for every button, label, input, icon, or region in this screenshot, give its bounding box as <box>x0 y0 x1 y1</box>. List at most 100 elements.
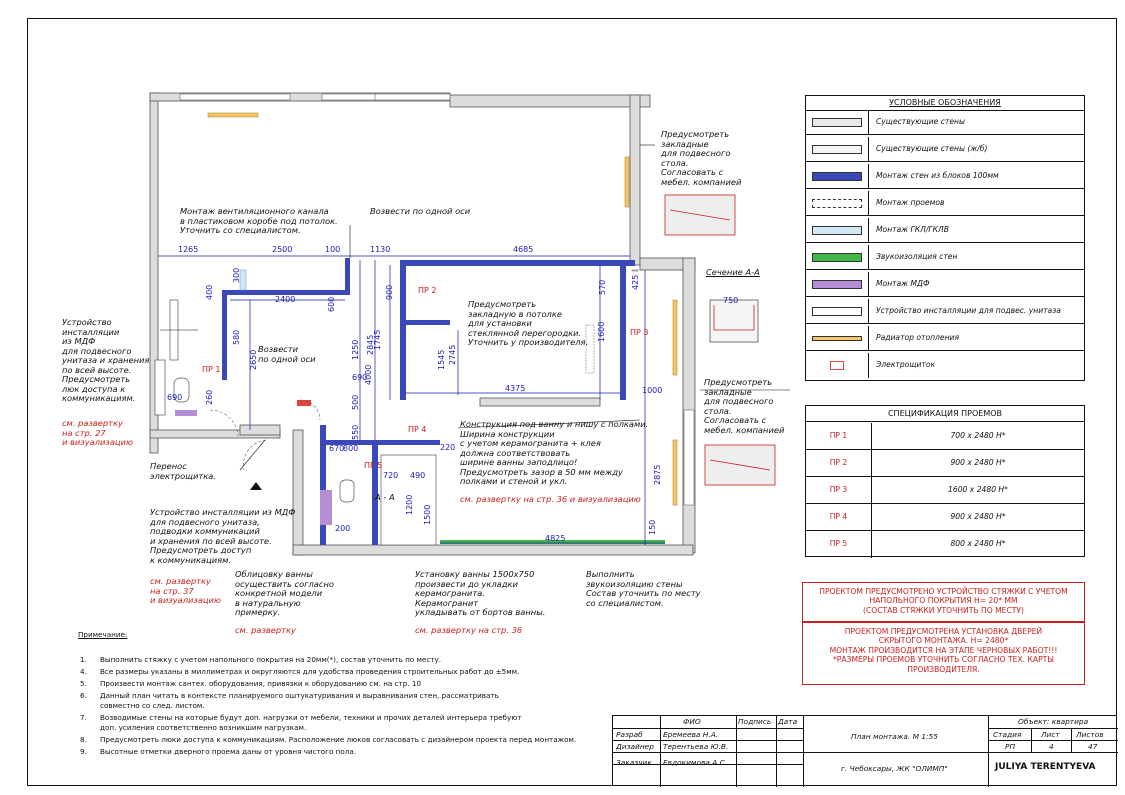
dimension-labels: 1265 2500 100 1130 4685 2400 4375 4825 1… <box>167 245 738 543</box>
electric-panel-symbol <box>830 361 844 370</box>
legend-row: Электрощиток <box>806 353 1084 378</box>
note-item: Предусмотреть люки доступа к коммуникаци… <box>100 735 577 744</box>
detail-section-aa <box>709 299 759 343</box>
svg-text:4000: 4000 <box>364 365 373 385</box>
legend-row: Монтаж стен из блоков 100мм <box>806 164 1084 189</box>
sheet-frame <box>27 18 1117 786</box>
legend-row: Монтаж МДФ <box>806 272 1084 297</box>
svg-text:425: 425 <box>631 275 640 290</box>
note-axis-mid: Возвести по одной оси <box>258 344 316 364</box>
legend-row: Существующие стены (ж/б) <box>806 137 1084 162</box>
note-ceiling: Предусмотреть закладную в потолке для ус… <box>468 299 589 348</box>
gkl-symbol <box>812 226 862 235</box>
svg-text:4685: 4685 <box>513 245 533 254</box>
svg-text:200: 200 <box>335 524 350 533</box>
detail-table-top <box>664 194 736 236</box>
svg-text:2650: 2650 <box>249 350 258 370</box>
svg-text:150: 150 <box>648 520 657 535</box>
svg-text:ПР 2: ПР 2 <box>418 286 436 295</box>
windows <box>179 93 695 506</box>
mdf-walls <box>175 410 332 525</box>
svg-text:690: 690 <box>167 393 182 402</box>
note-bath-niche-ref: см. разверткy на стр. 36 и визуализацию <box>460 494 641 504</box>
note-bath-lining-ref: см. развертку <box>235 625 296 635</box>
block-wall-symbol <box>812 172 862 181</box>
radiator-symbol <box>812 336 862 341</box>
svg-text:1130: 1130 <box>370 245 390 254</box>
svg-text:690: 690 <box>352 373 367 382</box>
svg-text:2500: 2500 <box>272 245 292 254</box>
legend-row: Устройство инсталляции для подвес. унита… <box>806 299 1084 324</box>
svg-text:750: 750 <box>723 296 738 305</box>
svg-text:2745: 2745 <box>448 345 457 365</box>
legend-title: УСЛОВНЫЕ ОБОЗНАЧЕНИЯ <box>806 96 1084 111</box>
legend-row: Существующие стены <box>806 110 1084 135</box>
note-bath-install: Установку ванны 1500х750 произвести до у… <box>415 569 546 618</box>
svg-text:2845: 2845 <box>366 335 375 355</box>
electric-panel <box>297 400 311 406</box>
svg-text:490: 490 <box>410 471 425 480</box>
note-axis-top: Возвести по одной оси <box>370 206 471 216</box>
detail-table-right <box>704 444 776 486</box>
svg-text:4375: 4375 <box>505 384 525 393</box>
dimension-labels-vertical: 2845 4000 1745 1545 1600 1500 2875 2650 … <box>205 268 662 535</box>
gkl-walls <box>239 269 247 291</box>
svg-text:ПР 1: ПР 1 <box>202 365 220 374</box>
note-vent: Монтаж вентиляционного канала в пластико… <box>180 206 338 236</box>
sheet-title: План монтажа. М 1:55 <box>851 732 938 741</box>
note-item: Высотные отметки дверного проема даны от… <box>100 747 357 756</box>
note-item: Данный план читать в контексте планируем… <box>100 691 499 700</box>
note-item: доп. усиления соответственно возникшим н… <box>100 723 307 732</box>
note-bath-niche: Конструкция под ванну и нишу с полками. … <box>460 419 649 487</box>
svg-text:2875: 2875 <box>653 465 662 485</box>
svg-text:1250: 1250 <box>351 340 360 360</box>
svg-text:400: 400 <box>205 285 214 300</box>
svg-text:2400: 2400 <box>275 295 295 304</box>
concrete-wall-symbol <box>812 145 862 154</box>
warning-doors: ПРОЕКТОМ ПРЕДУСМОТРЕНА УСТАНОВКА ДВЕРЕЙ … <box>802 622 1085 685</box>
note-item: Возводимые стены на которые будут доп. н… <box>100 713 522 722</box>
note-bath-lining: Облицовку ванны осуществить согласно кон… <box>235 569 334 618</box>
svg-text:570: 570 <box>598 280 607 295</box>
title-block: ФИО Подпись Дата Разраб Еремеева Н.А. Ди… <box>612 715 1118 787</box>
address: г. Чебоксары, ЖК "ОЛИМП" <box>841 764 948 773</box>
svg-text:550: 550 <box>351 425 360 440</box>
note-item: Произвести монтаж сантех. оборудования, … <box>100 679 422 688</box>
svg-text:ПР 5: ПР 5 <box>364 461 382 470</box>
svg-text:100: 100 <box>325 245 340 254</box>
note-item: Все размеры указаны в миллиметрах и окру… <box>100 667 520 676</box>
svg-text:300: 300 <box>232 268 241 283</box>
note-bath-install-ref: см. развертку на стр. 36 <box>415 625 523 635</box>
svg-text:220: 220 <box>440 443 455 452</box>
legend-row: Радиатор отопления <box>806 326 1084 351</box>
svg-text:720: 720 <box>383 471 398 480</box>
note-mdf-left: Устройство инсталляции из МДФ для подвес… <box>62 317 150 404</box>
svg-text:580: 580 <box>232 330 241 345</box>
note-mdf-left-ref: см. развертку на стр. 27 и визуализацию <box>62 418 133 448</box>
svg-text:1265: 1265 <box>178 245 198 254</box>
toilet-installation-symbol <box>812 307 862 316</box>
svg-text:670: 670 <box>329 444 344 453</box>
svg-text:1745: 1745 <box>373 330 382 350</box>
opening-labels: ПР 1 ПР 2 ПР 3 ПР 4 ПР 5 <box>202 286 648 470</box>
spec-title: СПЕЦИФИКАЦИЯ ПРОЕМОВ <box>806 406 1084 422</box>
opening-symbol <box>812 199 862 208</box>
note-table-right: Предусмотреть закладные для подвесного с… <box>704 377 785 435</box>
note-table-top: Предусмотреть закладные для подвесного с… <box>661 129 742 187</box>
svg-text:ПР 4: ПР 4 <box>408 425 426 434</box>
svg-text:1000: 1000 <box>642 386 662 395</box>
note-mdf-bottom: Устройство инсталляции из МДФ для подвес… <box>150 507 296 565</box>
radiators <box>207 112 678 506</box>
note-item: Выполнить стяжку с учетом напольного пок… <box>100 655 441 664</box>
legend-row: Монтаж проемов <box>806 191 1084 216</box>
note-item: совместно со след. листом. <box>100 701 205 710</box>
svg-text:1545: 1545 <box>437 350 446 370</box>
svg-text:ПР 3: ПР 3 <box>630 328 648 337</box>
svg-text:1200: 1200 <box>405 495 414 515</box>
